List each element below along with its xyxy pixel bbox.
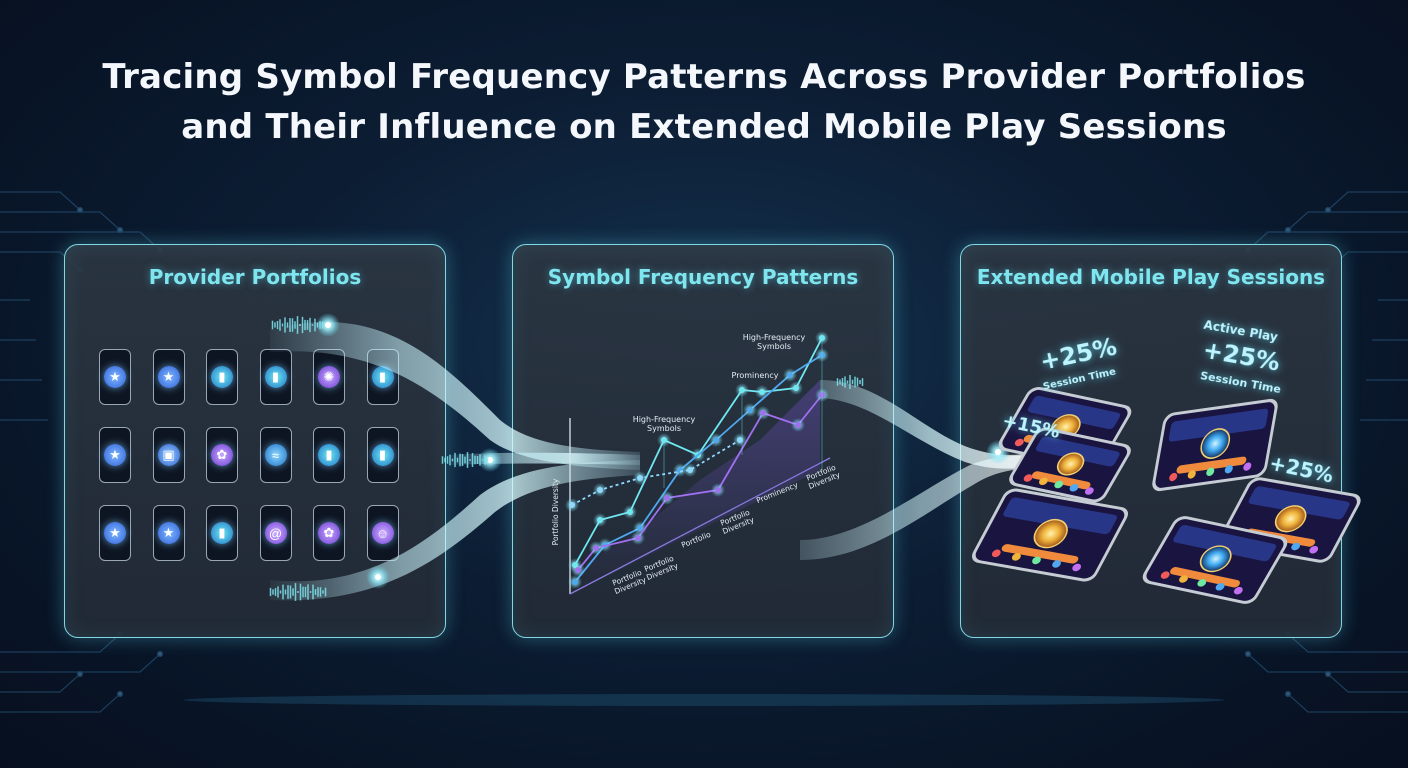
star-icon: ★	[157, 522, 180, 544]
bar-chart-icon: ▮	[318, 444, 340, 466]
portfolio-phone: ✿	[206, 427, 238, 483]
portfolio-phone: ✺	[313, 349, 345, 405]
circuit-line	[1247, 653, 1408, 673]
portfolio-phone: ▮	[206, 349, 238, 405]
wave-icon: ≈	[264, 444, 287, 466]
portfolio-phone: ★	[99, 505, 131, 561]
circuit-line	[0, 633, 121, 653]
extended-sessions-title: Extended Mobile Play Sessions	[976, 265, 1326, 289]
portfolio-phone: ▮	[313, 427, 345, 483]
star-icon: ★	[104, 522, 126, 544]
circuit-node	[1284, 690, 1292, 698]
circuit-line	[1287, 693, 1408, 713]
bottom-glow	[184, 694, 1224, 706]
portfolio-phone: ▣	[152, 427, 185, 483]
portfolio-phone: ▮	[366, 349, 399, 405]
symbol-frequency-title: Symbol Frequency Patterns	[547, 265, 859, 289]
spiral-icon: @	[264, 522, 287, 544]
flower-icon: ✿	[318, 522, 340, 544]
circuit-line	[0, 673, 81, 693]
circuit-line	[0, 653, 161, 673]
bar-chart-icon: ▮	[264, 366, 287, 388]
page-title-line-2: and Their Influence on Extended Mobile P…	[181, 107, 1227, 147]
portfolio-phone: ★	[152, 349, 185, 405]
circuit-line	[0, 191, 81, 211]
circuit-node	[156, 650, 164, 658]
circuit-line	[1287, 211, 1408, 231]
star-icon: ★	[104, 444, 126, 466]
page-title: Tracing Symbol Frequency Patterns Across…	[0, 52, 1408, 152]
circuit-node	[1324, 670, 1332, 678]
star-icon: ★	[157, 366, 180, 388]
square-icon: ▣	[157, 444, 180, 466]
portfolio-phone: ★	[99, 349, 131, 405]
flower-icon: ✿	[211, 444, 233, 466]
portfolio-phone: ▮	[259, 349, 292, 405]
portfolio-phone: ▮	[366, 427, 399, 483]
portfolio-phone: ✿	[313, 505, 345, 561]
extended-sessions-panel: Extended Mobile Play Sessions	[960, 244, 1342, 638]
portfolio-phone: ▮	[206, 505, 238, 561]
portfolio-phone: ☺	[366, 505, 399, 561]
circuit-line	[0, 693, 121, 713]
provider-portfolios-title: Provider Portfolios	[148, 265, 362, 289]
bar-chart-icon: ▮	[211, 366, 233, 388]
circuit-line	[1287, 633, 1408, 653]
provider-portfolios-panel: Provider Portfolios ★ ★ ▮ ▮ ✺ ▮ ★ ▣ ✿ ≈ ▮ ▮ ★ ★ ▮ @ ✿ ☺	[64, 244, 446, 638]
circuit-line	[1327, 673, 1408, 693]
circuit-node	[116, 690, 124, 698]
bar-chart-icon: ▮	[211, 522, 233, 544]
person-icon: ☺	[371, 522, 394, 544]
circuit-line	[1327, 191, 1408, 211]
star-icon: ★	[104, 366, 126, 388]
portfolio-phone: ★	[99, 427, 131, 483]
circuit-node	[1244, 650, 1252, 658]
circuit-node	[76, 670, 84, 678]
bar-chart-icon: ▮	[371, 444, 394, 466]
symbol-frequency-panel: Symbol Frequency Patterns	[512, 244, 894, 638]
portfolio-phone: ≈	[259, 427, 292, 483]
portfolio-phone: ★	[152, 505, 185, 561]
circuit-line	[0, 211, 121, 231]
portfolio-phone: @	[259, 505, 292, 561]
bar-chart-icon: ▮	[371, 366, 394, 388]
spinner-icon: ✺	[318, 366, 340, 388]
page-title-line-1: Tracing Symbol Frequency Patterns Across…	[102, 57, 1306, 97]
